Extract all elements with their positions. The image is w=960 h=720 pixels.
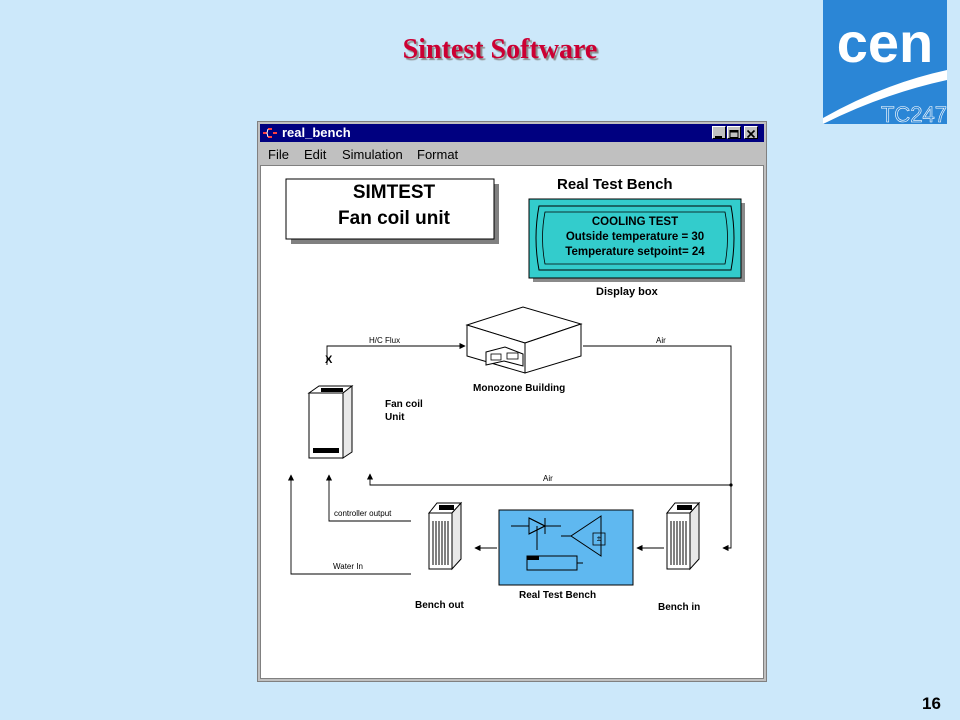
cen-logo-subtext: TC247 (881, 102, 947, 124)
maximize-button[interactable] (727, 126, 741, 139)
window-titlebar[interactable]: real_bench (260, 124, 764, 142)
building-block[interactable] (465, 306, 583, 374)
air-top-label: Air (656, 336, 666, 345)
menu-format[interactable]: Format (417, 147, 459, 162)
simtest-title: SIMTEST (352, 182, 436, 203)
water-in-label: Water In (333, 562, 363, 571)
display-heading: Real Test Bench (557, 176, 673, 193)
svg-text:±: ± (597, 534, 602, 543)
bench-in-block[interactable] (665, 501, 701, 571)
minimize-button[interactable] (712, 126, 726, 139)
bench-out-block[interactable] (427, 501, 463, 571)
controller-output-label: controller output (334, 509, 392, 518)
simtest-box[interactable] (285, 178, 495, 240)
fan-coil-unit-block[interactable] (307, 384, 354, 459)
close-button[interactable] (744, 126, 758, 139)
fan-coil-label-1: Fan coil (385, 399, 423, 410)
close-icon (746, 129, 756, 139)
menu-edit[interactable]: Edit (304, 147, 327, 162)
model-canvas[interactable]: ± SIMTEST Fan coil unit Real Test Bench … (260, 165, 764, 679)
cen-logo: cen TC247 (823, 0, 947, 124)
diagram-graphics: ± (285, 178, 745, 586)
x-marker: X (325, 354, 333, 366)
display-screen-outline (535, 205, 735, 271)
menu-simulation[interactable]: Simulation (342, 147, 403, 162)
display-caption: Display box (596, 286, 658, 298)
minimize-icon (715, 136, 722, 138)
hc-flux-label: H/C Flux (369, 336, 401, 345)
bench-in-label: Bench in (658, 602, 701, 613)
display-line-2: Outside temperature = 30 (565, 231, 705, 243)
display-line-1: COOLING TEST (591, 216, 679, 228)
signal-lines (287, 342, 732, 575)
simtest-subtitle: Fan coil unit (338, 208, 450, 229)
simulink-window: real_bench File Edit Simulation Format (257, 121, 767, 682)
slide-title: Sintest Software (402, 34, 598, 65)
display-screen-inner (542, 211, 728, 265)
menu-bar: File Edit Simulation Format (260, 144, 764, 164)
real-test-bench-label: Real Test Bench (519, 590, 597, 601)
air-mid-label: Air (543, 474, 553, 483)
display-line-3: Temperature setpoint= 24 (565, 246, 705, 258)
window-title: real_bench (282, 125, 351, 140)
building-label: Monozone Building (473, 383, 566, 394)
page-number: 16 (922, 694, 941, 713)
maximize-icon (729, 130, 739, 138)
simulink-app-icon (263, 128, 277, 138)
fan-coil-label-2: Unit (385, 412, 405, 423)
branch-point (729, 483, 733, 487)
bench-out-label: Bench out (415, 600, 464, 611)
menu-file[interactable]: File (268, 147, 289, 162)
cen-logo-text: cen (837, 11, 934, 74)
real-test-bench-block[interactable]: ± (498, 509, 634, 586)
